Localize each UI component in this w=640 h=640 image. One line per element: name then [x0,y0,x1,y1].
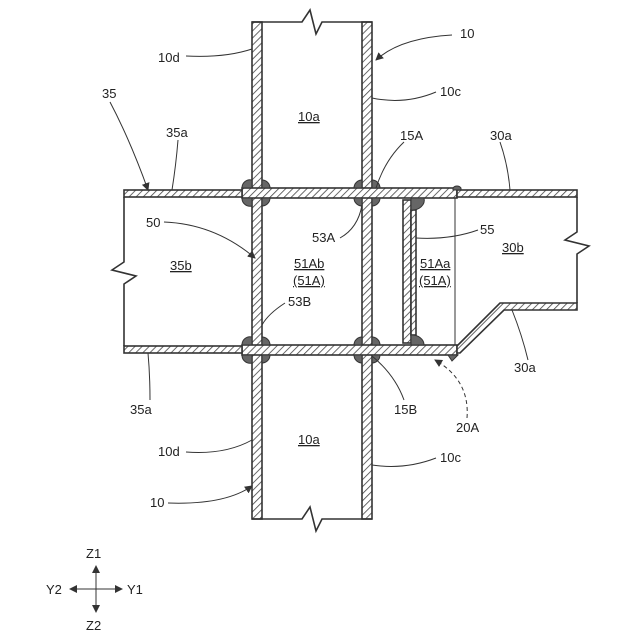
leader-15B [372,356,404,400]
label-20A: 20A [456,420,479,435]
label-30a-bot: 30a [514,360,536,375]
weld-ul-top [242,180,252,188]
label-35: 35 [102,86,116,101]
weld-ur-bottom [262,198,270,206]
label-55: 55 [480,222,494,237]
leader-10c-top [372,92,436,100]
leader-53A [340,205,362,238]
label-35a-top: 35a [166,125,188,140]
label-10c-top: 10c [440,84,461,99]
diaphragm-15A [242,188,457,198]
weld-55-bottom [411,335,424,345]
leader-10c-bot [372,458,436,466]
leader-20A [435,360,467,418]
label-53A: 53A [312,230,335,245]
axis-label-y2: Y2 [46,582,62,597]
label-10c-bot: 10c [440,450,461,465]
leader-35 [110,102,148,190]
leader-10d-top [186,49,252,56]
label-51A-right: (51A) [419,273,451,288]
beam-30-top-flange [457,190,577,197]
beam-30-bottom-flange [457,303,577,353]
weld-rl-bottom [354,198,362,206]
leader-35a-top [172,140,178,190]
label-53B: 53B [288,294,311,309]
leader-55 [416,230,478,238]
weld-30-top-joint [453,186,461,190]
label-10a-bot: 10a [298,432,320,447]
label-30b: 30b [502,240,524,255]
weld-ur-top [262,180,270,188]
axis-label-z1: Z1 [86,546,101,561]
stiffener-55-inner [411,210,416,335]
label-10a-top: 10a [298,109,320,124]
label-10d-top: 10d [158,50,180,65]
beam-30-break [565,197,589,303]
leader-15A [376,142,404,188]
leader-10d-bot [186,440,252,453]
stiffener-55-outer [403,200,411,343]
axis-label-z2: Z2 [86,618,101,633]
label-10d-bot: 10d [158,444,180,459]
leader-35a-bot [148,353,150,400]
label-50: 50 [146,215,160,230]
weld-55-top [411,198,424,210]
weld-ll-bottom2 [242,355,252,363]
label-10-bot: 10 [150,495,164,510]
label-30a-top: 30a [490,128,512,143]
label-15B: 15B [394,402,417,417]
weld-rr-bottom [372,198,380,206]
column-top-break [252,10,372,34]
weld-rr-top2 [372,337,380,345]
diaphragm-15B [242,345,457,355]
label-51Ab: 51Ab [294,256,324,271]
leader-30a-bot [512,310,528,360]
beam-35-bottom-flange [124,346,242,353]
weld-rl-top2 [354,337,362,345]
weld-lr-top2 [262,337,270,345]
weld-30-bot-joint [448,355,458,361]
label-35b: 35b [170,258,192,273]
weld-rl-bottom2 [354,355,362,363]
leader-30a-top [500,142,510,190]
label-51A-left: (51A) [293,273,325,288]
axis-indicator: Z1 Z2 Y1 Y2 [46,546,143,633]
leader-50 [164,222,255,258]
leader-10-top [376,35,452,60]
beam-35-top-flange [124,190,242,197]
column-bottom-break [252,507,372,531]
label-15A: 15A [400,128,423,143]
label-10-top: 10 [460,26,474,41]
weld-lr-bottom2 [262,355,270,363]
label-35a-bot: 35a [130,402,152,417]
axis-label-y1: Y1 [127,582,143,597]
label-51Aa: 51Aa [420,256,451,271]
leader-10-bot [168,486,252,503]
column-wall-left-10d [252,22,262,519]
weld-rl-top [354,180,362,188]
column-wall-right-10c [362,22,372,519]
leader-53B [262,303,285,325]
weld-ll-top2 [242,337,252,345]
weld-ul-bottom [242,198,252,206]
beam-35-break [112,197,136,346]
